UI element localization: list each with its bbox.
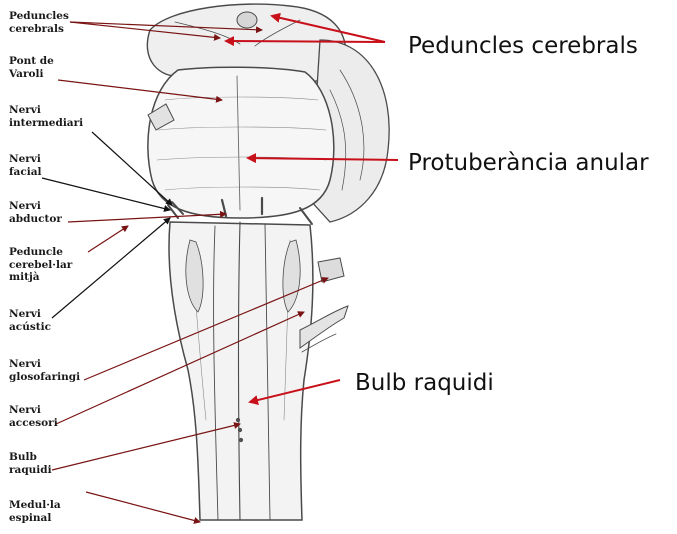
label-bulb-raquidi-left: Bulb raquidi bbox=[9, 451, 52, 476]
leader-medulla bbox=[86, 492, 200, 522]
label-nervi-glosofaringi: Nervi glosofaringi bbox=[9, 358, 80, 383]
brainstem-sketch bbox=[147, 4, 389, 520]
label-bulb-raquidi-right: Bulb raquidi bbox=[355, 370, 494, 396]
mammillary-body bbox=[237, 12, 257, 28]
arrow-peduncles-b bbox=[226, 41, 385, 42]
label-nervi-abductor: Nervi abductor bbox=[9, 200, 62, 225]
label-nervi-facial: Nervi facial bbox=[9, 153, 42, 178]
leader-abductor bbox=[68, 214, 226, 222]
cut-nerve-stub bbox=[318, 258, 344, 282]
label-nervi-acustic: Nervi acústic bbox=[9, 308, 51, 333]
label-peduncles-cerebrals-right: Peduncles cerebrals bbox=[408, 33, 638, 59]
label-protuberancia-anular: Protuberància anular bbox=[408, 150, 649, 176]
pons-shape bbox=[148, 67, 334, 218]
label-peduncles-cerebrals-left: Peduncles cerebrals bbox=[9, 10, 69, 35]
label-nervi-accesori: Nervi accesori bbox=[9, 404, 58, 429]
leader-peduncle-cerebellar bbox=[88, 226, 128, 252]
label-nervi-intermediari: Nervi intermediari bbox=[9, 104, 83, 129]
label-medulla-espinal: Medul·la espinal bbox=[9, 499, 61, 524]
label-pont-de-varoli: Pont de Varoli bbox=[9, 55, 54, 80]
label-peduncle-cerebellar-mitja: Peduncle cerebel·lar mitjà bbox=[9, 246, 72, 284]
